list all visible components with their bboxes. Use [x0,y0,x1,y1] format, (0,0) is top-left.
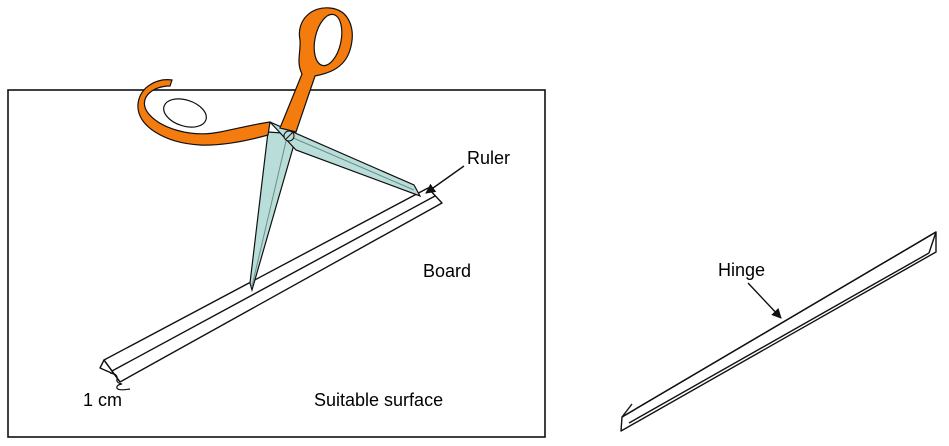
one-cm-brace [109,372,131,391]
scissors-icon [137,7,422,293]
hinge-label: Hinge [718,260,765,280]
ruler-label: Ruler [467,148,510,168]
board-label: Board [423,261,471,281]
suitable-surface-label: Suitable surface [314,390,443,410]
hinge-strip [620,231,937,432]
one-cm-label: 1 cm [83,390,122,410]
scissor-handle-left [137,79,271,146]
ruler-arrow [425,165,465,194]
hinge-arrow [747,282,782,319]
